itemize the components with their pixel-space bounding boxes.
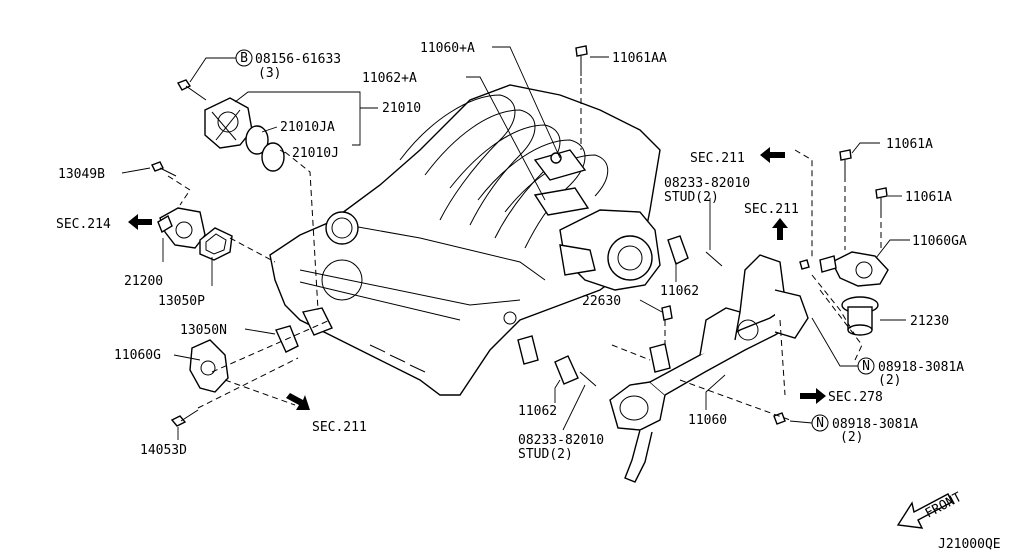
arrow-icon xyxy=(286,393,310,410)
bolt-icon xyxy=(575,45,588,76)
label-sec211-top: SEC.211 xyxy=(690,151,745,166)
label-11060A: 11060+A xyxy=(420,41,475,56)
label-11062-low: 11062 xyxy=(518,404,557,419)
label-sec211-left: SEC.211 xyxy=(312,420,367,435)
part-labels: 08156-61633 (3) 21010 21010JA 21010J 110… xyxy=(56,41,1001,552)
bolt-type-badge: B xyxy=(235,49,253,67)
label-11062A: 11062+A xyxy=(362,71,417,86)
label-11060GA: 11060GA xyxy=(912,234,967,249)
bolt-icon xyxy=(839,149,852,176)
label-front: FRONT xyxy=(923,490,965,522)
water-inlet xyxy=(189,339,229,393)
badge-n-1: N xyxy=(862,359,870,374)
water-pump xyxy=(176,79,285,172)
label-11062-right: 11062 xyxy=(660,284,699,299)
gasket-icon xyxy=(199,227,233,261)
label-08156-qty: (3) xyxy=(258,66,281,81)
label-22630: 22630 xyxy=(582,294,621,309)
water-outlet xyxy=(157,207,206,249)
arrow-icon xyxy=(760,147,785,163)
front-arrow-icon xyxy=(896,493,953,529)
label-sec214: SEC.214 xyxy=(56,217,111,232)
label-08233-top: 08233-82010 xyxy=(664,176,750,191)
label-08918-1: 08918-3081A xyxy=(878,360,964,375)
label-11061A-2: 11061A xyxy=(905,190,952,205)
temperature-sensor xyxy=(661,305,673,321)
assembly-lines xyxy=(167,78,882,421)
label-stud-top: STUD(2) xyxy=(664,190,719,205)
label-sec278: SEC.278 xyxy=(828,390,883,405)
label-13050P: 13050P xyxy=(158,294,205,309)
label-stud-low: STUD(2) xyxy=(518,447,573,462)
gasket-icon xyxy=(554,355,579,385)
nut-type-badge: N xyxy=(811,414,829,432)
label-08156: 08156-61633 xyxy=(255,52,341,67)
gasket-icon xyxy=(667,235,689,265)
label-13050N: 13050N xyxy=(180,323,227,338)
label-sec211-mid: SEC.211 xyxy=(744,202,799,217)
engine-intake-manifold xyxy=(269,84,661,396)
arrow-icon xyxy=(128,214,152,230)
bolt-icon xyxy=(170,409,199,427)
label-13049B: 13049B xyxy=(58,167,105,182)
label-08918-2: 08918-3081A xyxy=(832,417,918,432)
label-11061AA: 11061AA xyxy=(612,51,667,66)
label-08918-2-qty: (2) xyxy=(840,430,863,445)
arrow-icon xyxy=(800,388,826,404)
label-08918-1-qty: (2) xyxy=(878,373,901,388)
label-21200: 21200 xyxy=(124,274,163,289)
leader-lines xyxy=(121,46,910,440)
water-pipe xyxy=(609,254,809,483)
label-21010J: 21010J xyxy=(292,146,339,161)
bolt-icon xyxy=(176,79,207,101)
label-21010JA: 21010JA xyxy=(280,120,335,135)
bolt-icon xyxy=(875,187,888,212)
label-11060: 11060 xyxy=(688,413,727,428)
thermostat xyxy=(841,296,879,336)
label-21010: 21010 xyxy=(382,101,421,116)
label-14053D: 14053D xyxy=(140,443,187,458)
label-11061A-1: 11061A xyxy=(886,137,933,152)
label-11060G: 11060G xyxy=(114,348,161,363)
arrow-icon xyxy=(772,218,788,240)
label-21230: 21230 xyxy=(910,314,949,329)
thermostat-housing xyxy=(819,251,889,287)
nut-type-badge: N xyxy=(857,357,875,375)
badge-b: B xyxy=(240,51,248,66)
badge-n-2: N xyxy=(816,416,824,431)
bolt-icon xyxy=(151,161,177,177)
label-08233-low: 08233-82010 xyxy=(518,433,604,448)
diagram-code: J21000QE xyxy=(938,537,1001,552)
